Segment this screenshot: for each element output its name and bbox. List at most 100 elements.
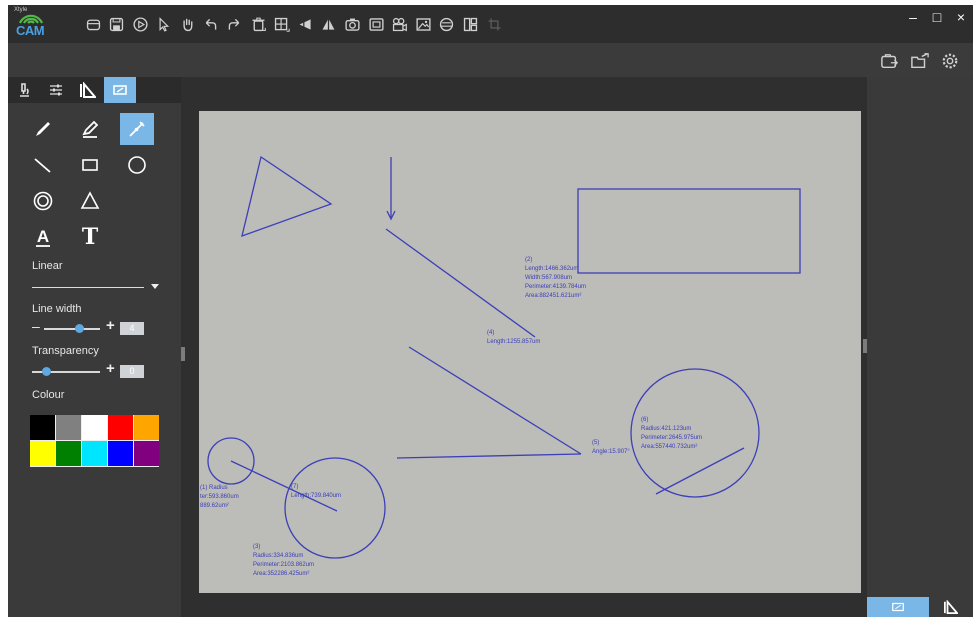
microscope-icon[interactable] <box>8 77 40 103</box>
text-icon[interactable]: T <box>73 221 107 253</box>
hand-pan-icon[interactable] <box>176 13 198 35</box>
colour-swatch[interactable] <box>56 441 81 466</box>
text-underline-icon[interactable]: A <box>26 221 60 253</box>
measure-draw-tab-icon[interactable] <box>867 597 929 617</box>
marker-icon[interactable] <box>73 113 107 145</box>
right-panel <box>867 77 973 617</box>
play-icon[interactable] <box>129 13 151 35</box>
snapshot-icon[interactable] <box>365 13 387 35</box>
slider-knob[interactable] <box>74 324 84 333</box>
slider-knob[interactable] <box>41 367 51 376</box>
maximize-button[interactable]: □ <box>932 9 942 25</box>
text-tool-label: T <box>81 224 99 250</box>
adjust-sliders-icon[interactable] <box>40 77 72 103</box>
circle-small-id: (7) <box>291 484 298 490</box>
image-view-icon[interactable] <box>412 13 434 35</box>
triangle-shape[interactable] <box>241 155 333 238</box>
transparency-slider[interactable]: + 0 <box>32 360 160 379</box>
colour-swatch[interactable] <box>82 415 107 440</box>
pointer-icon[interactable] <box>153 13 175 35</box>
colour-swatch[interactable] <box>108 441 133 466</box>
layers-icon[interactable] <box>436 13 458 35</box>
length-line-shape[interactable] <box>385 228 536 338</box>
left-label-a: (1) Radius <box>200 485 228 491</box>
text-underline-glyph: A <box>37 227 49 246</box>
colour-swatch[interactable] <box>56 415 81 440</box>
draw-tools-grid: A T <box>26 113 171 257</box>
angle-line-a[interactable] <box>408 346 582 455</box>
title-bar: Xtyle CAM <box>8 5 973 43</box>
rectangle-shape[interactable] <box>577 188 801 274</box>
line-width-slider[interactable]: – + 4 <box>32 317 160 336</box>
line-style-dropdown[interactable] <box>32 280 159 294</box>
rect-perimeter: Perimeter:4139.784um <box>525 284 586 290</box>
minimize-button[interactable]: – <box>909 9 917 25</box>
measurement-overlay[interactable]: (4) Length:1255.857um (2) Length:1466.36… <box>199 111 861 593</box>
line-icon[interactable] <box>26 149 60 181</box>
slider-track[interactable] <box>32 371 100 373</box>
angle-line-b[interactable] <box>396 453 582 459</box>
new-window-icon[interactable] <box>82 13 104 35</box>
chevron-down-icon <box>151 284 159 289</box>
big-circle-radius <box>655 447 745 495</box>
rect-area: Area:882451.621um² <box>525 293 581 299</box>
window-controls: – □ × <box>901 5 973 29</box>
left-label-c: 889.62um² <box>200 503 229 509</box>
layout-icon[interactable] <box>460 13 482 35</box>
rectangle-icon[interactable] <box>73 149 107 181</box>
ruler-triangle-tab-icon[interactable] <box>929 597 973 617</box>
concentric-circle-icon[interactable] <box>26 185 60 217</box>
colour-swatch[interactable] <box>108 415 133 440</box>
delete-icon[interactable] <box>247 13 269 35</box>
add-folder-icon[interactable] <box>909 51 931 71</box>
colour-swatch[interactable] <box>30 415 55 440</box>
circle-icon[interactable] <box>120 149 154 181</box>
mirror-up-icon[interactable] <box>318 13 340 35</box>
measure-draw-icon[interactable] <box>104 77 136 103</box>
colour-swatch[interactable] <box>30 441 55 466</box>
logo-text: CAM <box>16 23 45 38</box>
left-panel-resize-handle[interactable] <box>181 347 185 361</box>
wifi-icon <box>18 14 44 24</box>
brush-icon[interactable] <box>120 113 154 145</box>
big-circle-shape[interactable] <box>630 368 760 498</box>
arrow-head <box>386 210 396 221</box>
left-label-b: ter:593.860um <box>200 494 239 500</box>
transparency-value[interactable]: 0 <box>120 365 144 378</box>
ruler-triangle-icon[interactable] <box>72 77 104 103</box>
colour-swatch[interactable] <box>82 441 107 466</box>
small-circle-line[interactable] <box>230 460 338 512</box>
colour-swatch[interactable] <box>134 415 159 440</box>
colour-palette <box>30 415 159 467</box>
mirror-left-icon[interactable] <box>294 13 316 35</box>
circle-mid-id: (3) <box>253 544 260 550</box>
canvas-area: (4) Length:1255.857um (2) Length:1466.36… <box>181 77 867 617</box>
grid-icon[interactable] <box>271 13 293 35</box>
close-button[interactable]: × <box>956 9 966 25</box>
m1-id: (4) <box>487 330 494 336</box>
pen-icon[interactable] <box>26 113 60 145</box>
camera-icon[interactable] <box>342 13 364 35</box>
rect-width: Width:567.908um <box>525 275 572 281</box>
image-canvas[interactable]: (4) Length:1255.857um (2) Length:1466.36… <box>199 111 861 593</box>
plus-icon[interactable]: + <box>106 317 115 334</box>
line-width-label: Line width <box>32 303 82 315</box>
minus-icon[interactable]: – <box>32 318 40 334</box>
right-panel-resize-handle[interactable] <box>863 339 867 353</box>
m1-length: Length:1255.857um <box>487 339 540 345</box>
save-icon[interactable] <box>106 13 128 35</box>
slider-track[interactable] <box>44 328 100 330</box>
mid-circle-shape[interactable] <box>284 457 386 559</box>
video-record-icon[interactable] <box>389 13 411 35</box>
transparency-label: Transparency <box>32 345 99 357</box>
rect-length: Length:1466.362um <box>525 266 578 272</box>
small-circle-shape[interactable] <box>207 437 255 485</box>
settings-gear-icon[interactable] <box>939 51 961 71</box>
colour-swatch[interactable] <box>134 441 159 466</box>
plus-icon[interactable]: + <box>106 360 115 377</box>
triangle-icon[interactable] <box>73 185 107 217</box>
line-width-value[interactable]: 4 <box>120 322 144 335</box>
open-folder-icon[interactable] <box>879 51 901 71</box>
redo-icon[interactable] <box>224 13 246 35</box>
undo-icon[interactable] <box>200 13 222 35</box>
